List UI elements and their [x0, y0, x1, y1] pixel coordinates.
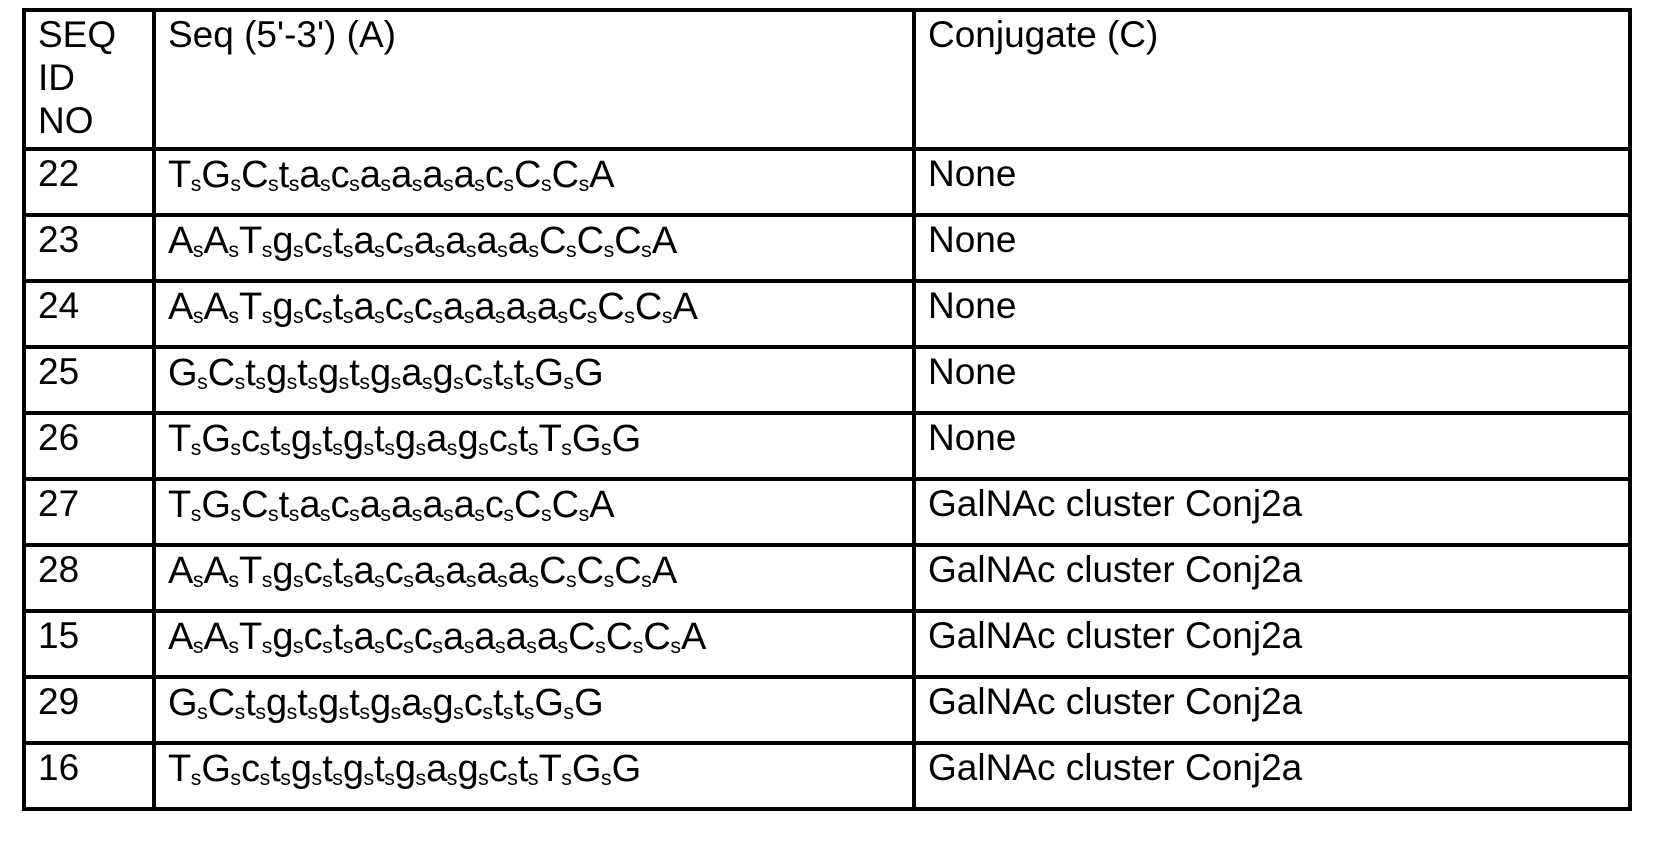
table-row: 29 GsCstsgstsgstsgsasgscststsGsG GalNAc cl…	[22, 674, 1632, 745]
sequence-text: AsAsTsgscstsascsasasasasCsCsCsA	[168, 549, 677, 593]
cell-conjugate: GalNAc cluster Conj2a	[912, 542, 1632, 613]
cell-sequence: TsGscstsgstsgstsgsasgscstsTsGsG	[152, 740, 916, 811]
cell-conjugate: None	[912, 146, 1632, 217]
cell-conjugate: GalNAc cluster Conj2a	[912, 740, 1632, 811]
cell-conjugate: None	[912, 212, 1632, 283]
cell-seq-id-no: 26	[22, 410, 156, 481]
column-header-conjugate: Conjugate (C)	[912, 8, 1632, 151]
table-header-row: SEQ ID NO Seq (5'-3') (A) Conjugate (C)	[22, 8, 1632, 151]
header-line-2: ID	[38, 56, 75, 98]
table-row: 24 AsAsTsgscstsascscsasasasascsCsCsA None	[22, 278, 1632, 349]
sequence-text: AsAsTsgscstsascscsasasasasCsCsCsA	[168, 615, 706, 659]
table-row: 25 GsCstsgstsgstsgsasgscststsGsG None	[22, 344, 1632, 415]
cell-sequence: TsGscstsgstsgstsgsasgscstsTsGsG	[152, 410, 916, 481]
cell-conjugate: GalNAc cluster Conj2a	[912, 674, 1632, 745]
sequence-text: TsGscstsgstsgstsgsasgscstsTsGsG	[168, 417, 641, 461]
sequence-text: TsGscstsgstsgstsgsasgscstsTsGsG	[168, 747, 641, 791]
cell-sequence: AsAsTsgscstsascscsasasasascsCsCsA	[152, 278, 916, 349]
cell-conjugate: GalNAc cluster Conj2a	[912, 608, 1632, 679]
cell-conjugate: None	[912, 278, 1632, 349]
cell-sequence: AsAsTsgscstsascsasasasasCsCsCsA	[152, 542, 916, 613]
cell-sequence: TsGsCstsascsasasasascsCsCsA	[152, 146, 916, 217]
table-row: 27 TsGsCstsascsasasasascsCsCsA GalNAc clus…	[22, 476, 1632, 547]
header-line-3: NO	[38, 99, 94, 141]
sequence-table: SEQ ID NO Seq (5'-3') (A) Conjugate (C) …	[22, 8, 1632, 811]
cell-conjugate: None	[912, 410, 1632, 481]
table-row: 16 TsGscstsgstsgstsgsasgscstsTsGsG GalNAc …	[22, 740, 1632, 811]
table-row: 26 TsGscstsgstsgstsgsasgscstsTsGsG None	[22, 410, 1632, 481]
sequence-text: TsGsCstsascsasasasascsCsCsA	[168, 153, 615, 197]
column-header-sequence: Seq (5'-3') (A)	[152, 8, 916, 151]
cell-seq-id-no: 28	[22, 542, 156, 613]
sequence-text: GsCstsgstsgstsgsasgscststsGsG	[168, 681, 604, 725]
cell-seq-id-no: 16	[22, 740, 156, 811]
sequence-text: GsCstsgstsgstsgsasgscststsGsG	[168, 351, 604, 395]
cell-seq-id-no: 23	[22, 212, 156, 283]
cell-seq-id-no: 24	[22, 278, 156, 349]
table-row: 22 TsGsCstsascsasasasascsCsCsA None	[22, 146, 1632, 217]
cell-sequence: GsCstsgstsgstsgsasgscststsGsG	[152, 344, 916, 415]
cell-seq-id-no: 29	[22, 674, 156, 745]
header-line-1: SEQ	[38, 14, 117, 55]
table-row: 15 AsAsTsgscstsascscsasasasasCsCsCsA GalNA…	[22, 608, 1632, 679]
cell-sequence: TsGsCstsascsasasasascsCsCsA	[152, 476, 916, 547]
sequence-text: AsAsTsgscstsascscsasasasascsCsCsA	[168, 285, 698, 329]
cell-seq-id-no: 22	[22, 146, 156, 217]
cell-seq-id-no: 15	[22, 608, 156, 679]
cell-sequence: GsCstsgstsgstsgsasgscststsGsG	[152, 674, 916, 745]
cell-sequence: AsAsTsgscstsascscsasasasasCsCsCsA	[152, 608, 916, 679]
cell-seq-id-no: 27	[22, 476, 156, 547]
table-row: 23 AsAsTsgscstsascsasasasasCsCsCsA None	[22, 212, 1632, 283]
cell-sequence: AsAsTsgscstsascsasasasasCsCsCsA	[152, 212, 916, 283]
table-row: 28 AsAsTsgscstsascsasasasasCsCsCsA GalNAc …	[22, 542, 1632, 613]
cell-seq-id-no: 25	[22, 344, 156, 415]
sequence-text: TsGsCstsascsasasasascsCsCsA	[168, 483, 615, 527]
column-header-seq-id-no: SEQ ID NO	[22, 8, 156, 151]
cell-conjugate: GalNAc cluster Conj2a	[912, 476, 1632, 547]
cell-conjugate: None	[912, 344, 1632, 415]
sequence-text: AsAsTsgscstsascsasasasasCsCsCsA	[168, 219, 677, 263]
document-page: SEQ ID NO Seq (5'-3') (A) Conjugate (C) …	[0, 8, 1670, 859]
